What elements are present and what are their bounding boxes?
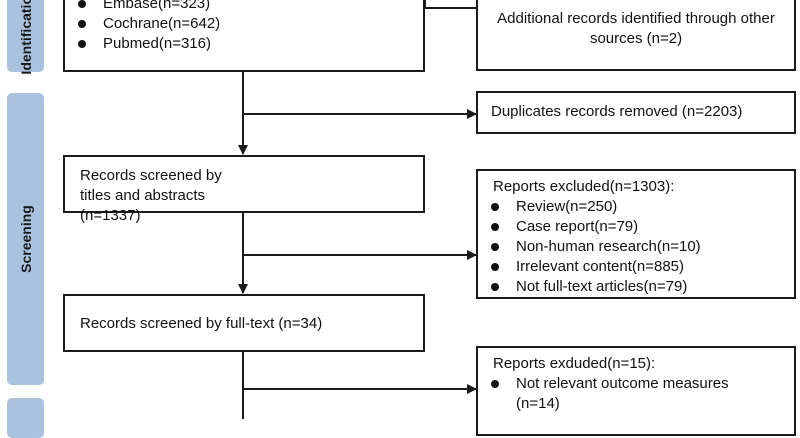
database-item: Cochrane(n=642) xyxy=(65,14,423,34)
fulltext-text: Records screened by full-text (n=34) xyxy=(80,315,323,332)
reports-excluded-box: Reports excluded(n=1303): Review(n=250) … xyxy=(476,169,796,299)
duplicates-text: Duplicates records removed (n=2203) xyxy=(491,103,743,120)
duplicates-box: Duplicates records removed (n=2203) xyxy=(476,91,796,134)
exclusion-reason-item: Review(n=250) xyxy=(478,197,794,217)
stage-tab-screening: Screening xyxy=(7,93,44,385)
database-list: Embase(n=323) Cochrane(n=642) Pubmed(n=3… xyxy=(65,0,423,54)
additional-records-text: Additional records identified through ot… xyxy=(497,9,775,47)
exclusion-reason-item: Case report(n=79) xyxy=(478,217,794,237)
screened-titles-box: Records screened by titles and abstracts… xyxy=(63,155,425,224)
exclusion-reason-item: Not relevant outcome measures (n=14) xyxy=(478,374,774,414)
stage-tab-identification: Identification xyxy=(7,0,44,75)
screened-titles-text: Records screened by titles and abstracts… xyxy=(80,167,222,224)
additional-records-box: Additional records identified through ot… xyxy=(476,0,796,71)
exclusion-reason-list: Review(n=250) Case report(n=79) Non-huma… xyxy=(478,197,794,297)
database-item: Embase(n=323) xyxy=(65,0,423,14)
exclusion-reason-list-2: Not relevant outcome measures (n=14) xyxy=(478,374,774,414)
flow-connectors xyxy=(238,0,477,419)
fulltext-box: Records screened by full-text (n=34) xyxy=(63,294,425,352)
reports-excluded-2-box: Reports exduded(n=15): Not relevant outc… xyxy=(476,346,796,436)
identification-box: Embase(n=323) Cochrane(n=642) Pubmed(n=3… xyxy=(63,0,425,72)
database-item: Pubmed(n=316) xyxy=(65,34,423,54)
exclusion-reason-item: Not full-text articles(n=79) xyxy=(478,277,794,297)
exclusion-reason-item: Irrelevant content(n=885) xyxy=(478,257,794,277)
reports-excluded-2-title: Reports exduded(n=15): xyxy=(493,355,656,372)
exclusion-reason-item: Non-human research(n=10) xyxy=(478,237,794,257)
reports-excluded-title: Reports excluded(n=1303): xyxy=(493,178,675,195)
